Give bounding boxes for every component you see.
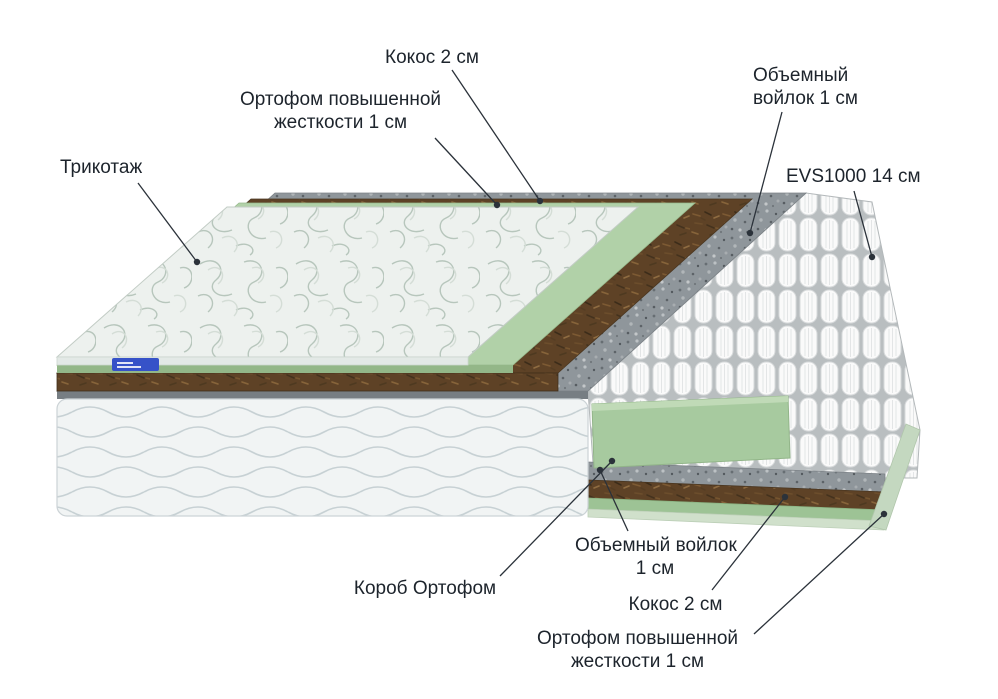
callout-felt-top: Объемный войлок 1 см xyxy=(753,65,858,109)
leader-lines xyxy=(137,69,885,635)
right-corner-facet xyxy=(868,423,921,531)
bottom-rim xyxy=(587,508,886,531)
callout-felt-bottom: Объемный войлок 1 см xyxy=(575,535,737,579)
callout-coconut-top: Кокос 2 см xyxy=(385,47,479,68)
callout-orthofoam-top: Ортофом повышенной жесткости 1 см xyxy=(239,89,442,133)
foam-frame-block xyxy=(591,395,791,469)
base-box-layer xyxy=(56,398,589,517)
callout-box: Короб Ортофом xyxy=(353,578,497,599)
callout-orthofoam-bottom: Ортофом повышенной жесткости 1 см xyxy=(536,628,739,672)
callout-coconut-bottom: Кокос 2 см xyxy=(628,594,723,615)
knit-cover-sheet xyxy=(55,206,640,366)
callout-springs: EVS1000 14 см xyxy=(786,166,921,187)
callout-knit: Трикотаж xyxy=(60,157,143,178)
brand-tag xyxy=(112,358,159,371)
leader-dots xyxy=(193,197,888,518)
